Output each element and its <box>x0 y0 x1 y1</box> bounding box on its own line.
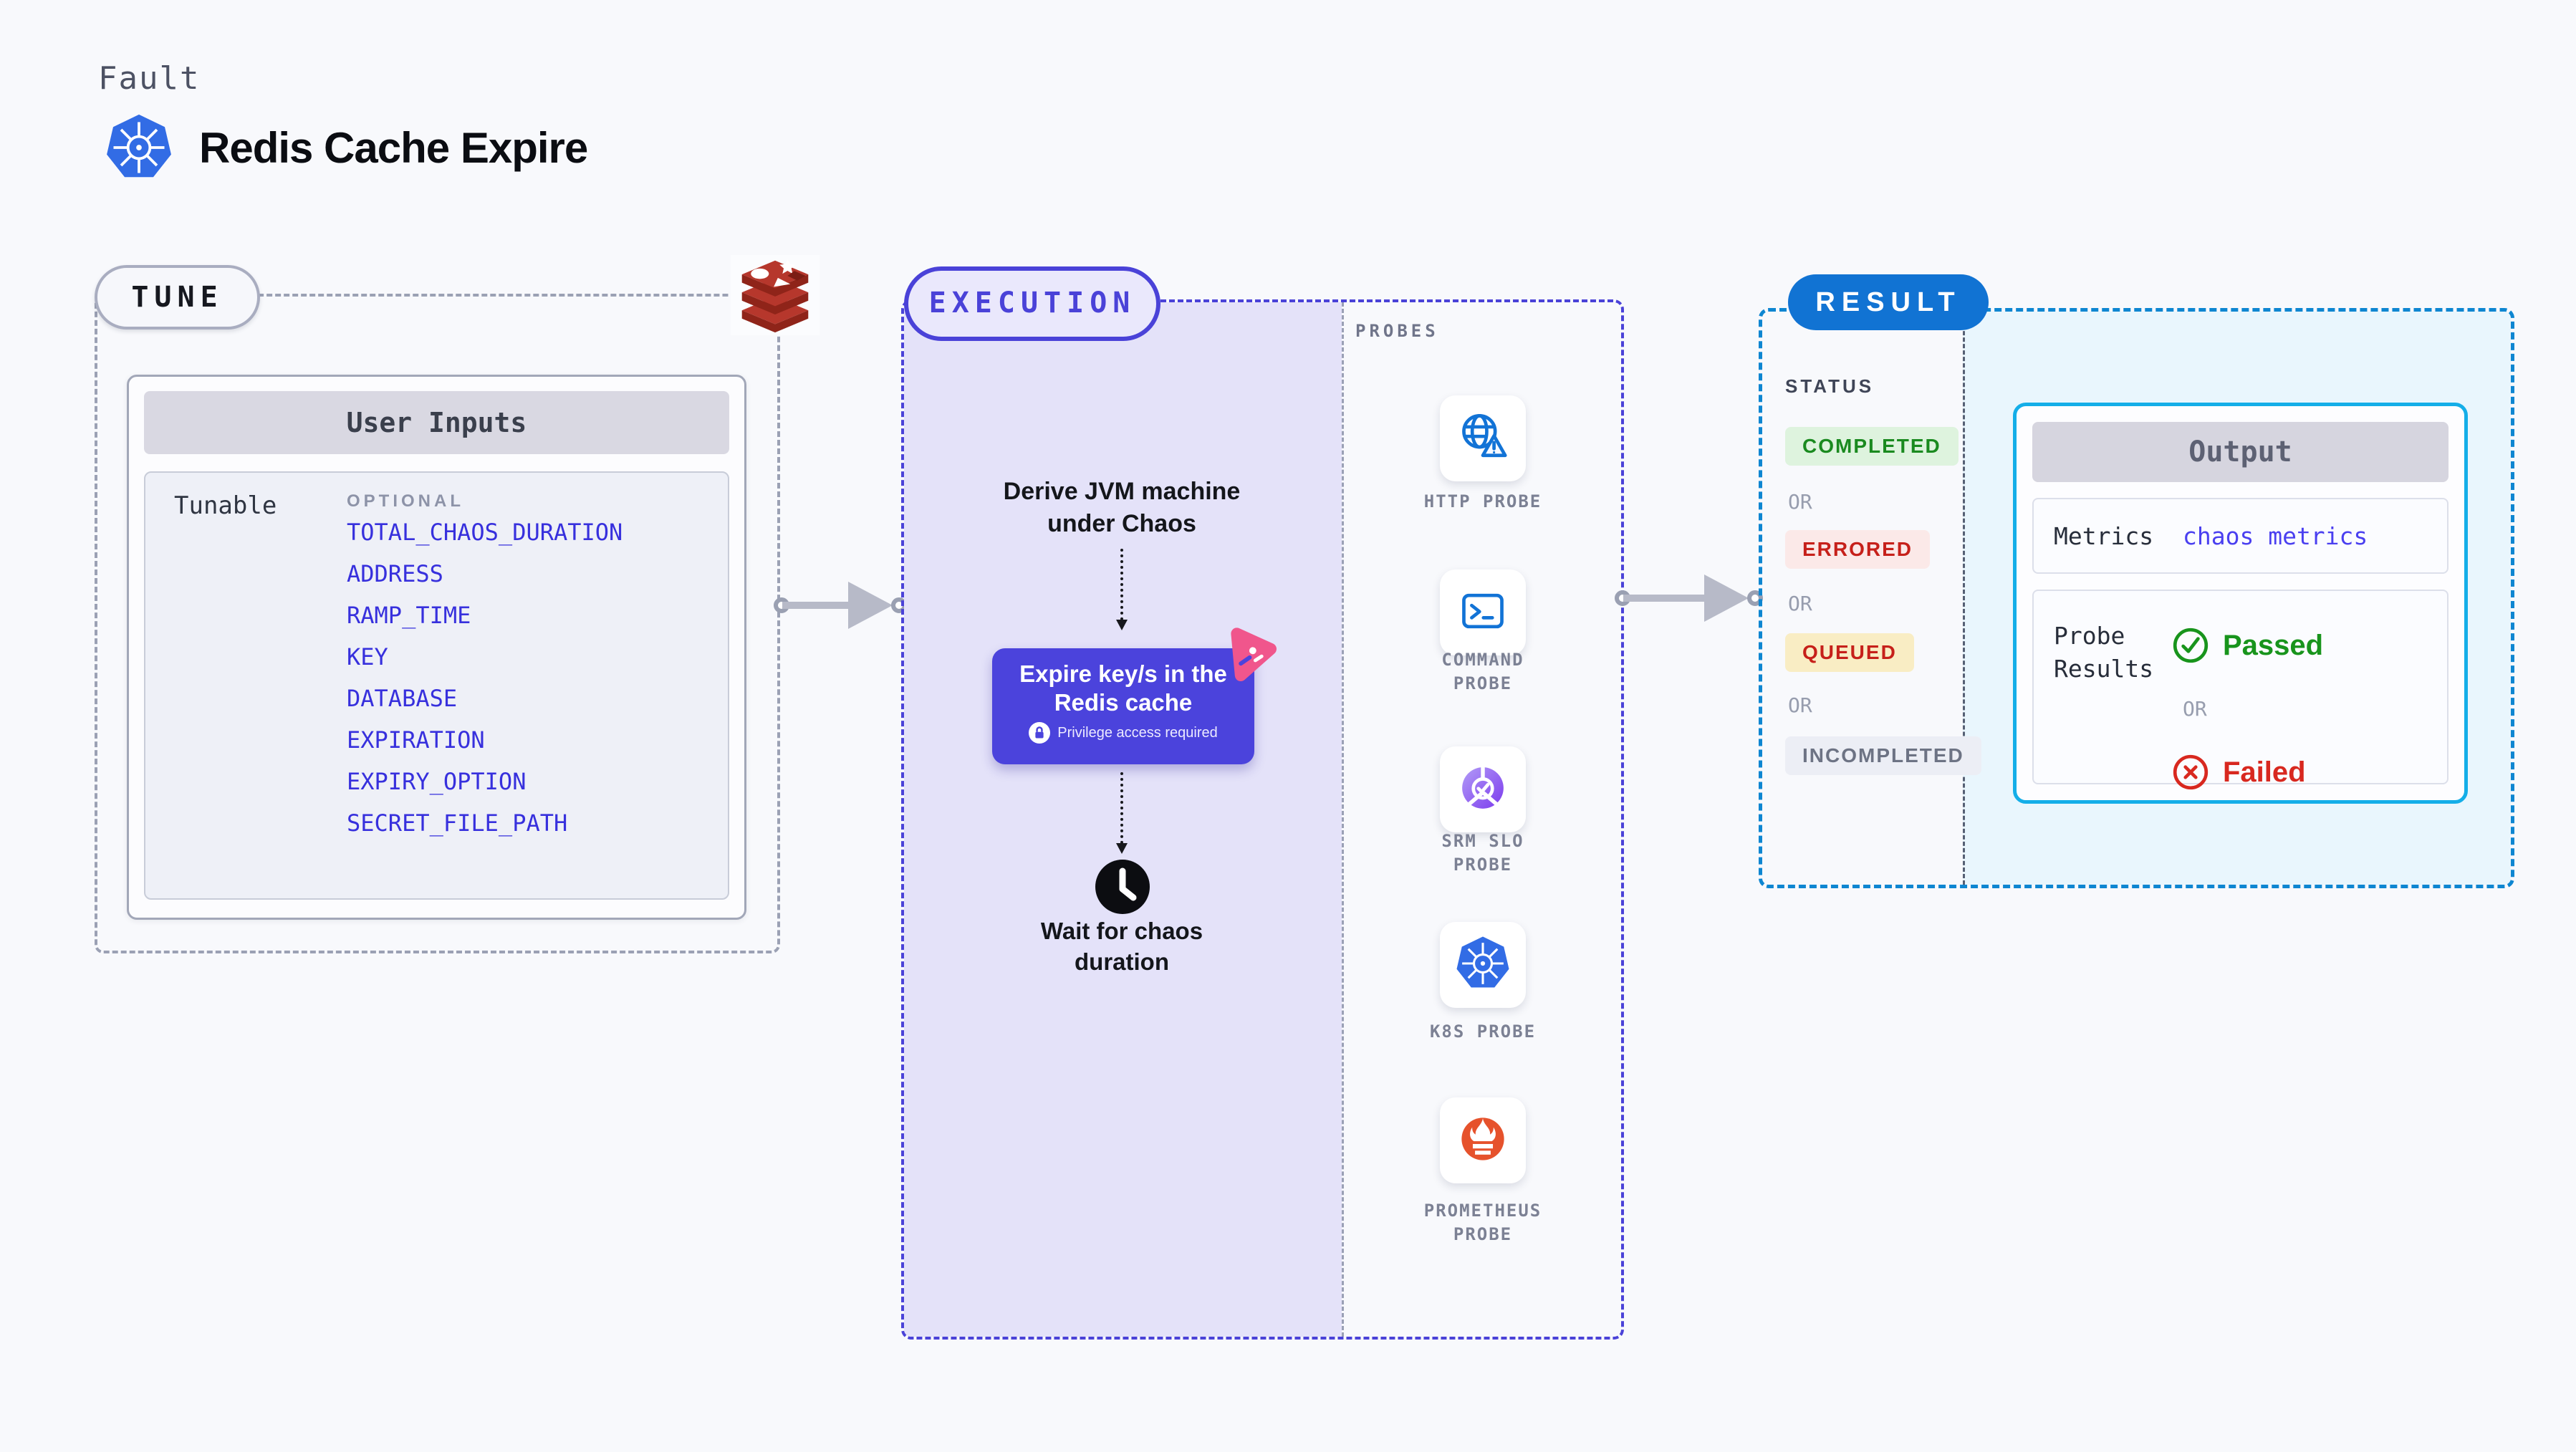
arrow-head <box>848 582 893 629</box>
param-address[interactable]: ADDRESS <box>347 560 443 587</box>
metrics-label: Metrics <box>2054 521 2154 550</box>
k8s-probe-tile[interactable] <box>1440 922 1526 1008</box>
param-expiration[interactable]: EXPIRATION <box>347 726 485 754</box>
action-line1: Expire key/s in the <box>1019 660 1227 687</box>
execution-badge: EXECUTION <box>904 266 1160 341</box>
status-badge-incompleted: INCOMPLETED <box>1785 736 1981 775</box>
output-card: Output Metrics chaos metrics Probe Resul… <box>2013 403 2468 804</box>
passed-result: Passed <box>2171 625 2323 665</box>
user-inputs-title: User Inputs <box>144 391 729 454</box>
status-output-divider <box>1963 312 1965 885</box>
http-probe-label: HTTP PROBE <box>1423 491 1542 511</box>
command-probe-label: COMMAND PROBE <box>1441 650 1524 693</box>
tune-section-box <box>95 294 780 953</box>
globe-alert-icon <box>1455 409 1511 468</box>
failed-label: Failed <box>2223 756 2306 788</box>
tune-badge: TUNE <box>95 265 260 330</box>
or-separator: OR <box>2183 697 2207 721</box>
prometheus-probe-label: PROMETHEUS PROBE <box>1423 1201 1542 1244</box>
wait-line2: duration <box>1075 948 1169 975</box>
param-list: TOTAL_CHAOS_DURATION ADDRESS RAMP_TIME K… <box>347 519 623 851</box>
tunable-label: Tunable <box>174 491 277 520</box>
param-expiry-option[interactable]: EXPIRY_OPTION <box>347 768 527 795</box>
wait-step-label: Wait for chaos duration <box>1014 915 1229 977</box>
kubernetes-icon <box>1455 936 1511 995</box>
arrow-head <box>1704 574 1749 622</box>
lock-icon <box>1029 722 1051 744</box>
arrow-shaft <box>1623 595 1715 602</box>
kubernetes-icon <box>105 113 173 182</box>
execution-to-result-arrow <box>1615 566 1763 630</box>
derive-line1: Derive JVM machine <box>1003 478 1241 505</box>
probe-results-values: Passed OR Failed <box>2171 625 2323 792</box>
arrow-shaft <box>782 602 861 609</box>
srm-slo-probe-tile[interactable] <box>1440 746 1526 832</box>
privilege-note-row: Privilege access required <box>992 722 1254 744</box>
result-badge: RESULT <box>1788 274 1989 330</box>
title-row: Redis Cache Expire <box>105 113 588 182</box>
probe-results-line2: Results <box>2054 655 2154 683</box>
srm-slo-probe-label: SRM SLO PROBE <box>1441 831 1524 875</box>
flow-arrow-derive-to-action <box>1116 549 1128 630</box>
wait-line1: Wait for chaos <box>1040 918 1203 944</box>
failed-result: Failed <box>2171 752 2323 792</box>
slo-donut-icon <box>1455 760 1511 819</box>
command-probe-tile[interactable] <box>1440 569 1526 655</box>
terminal-icon <box>1455 583 1511 643</box>
http-probe-tile[interactable] <box>1440 395 1526 481</box>
page-title: Redis Cache Expire <box>199 123 588 172</box>
fault-eyebrow: Fault <box>98 60 201 97</box>
param-database[interactable]: DATABASE <box>347 685 458 712</box>
status-badge-queued: QUEUED <box>1785 633 1914 672</box>
check-circle-icon <box>2171 626 2210 665</box>
probe-results-row: Probe Results Passed OR <box>2032 590 2448 790</box>
status-badge-errored: ERRORED <box>1785 530 1931 569</box>
k8s-probe-label: K8S PROBE <box>1429 1021 1537 1042</box>
optional-label: OPTIONAL <box>347 491 464 511</box>
prometheus-icon <box>1455 1111 1511 1170</box>
param-ramp-time[interactable]: RAMP_TIME <box>347 602 471 629</box>
probe-results-label: Probe Results <box>2054 620 2153 686</box>
flow-arrow-action-to-wait <box>1116 772 1128 854</box>
metrics-value[interactable]: chaos metrics <box>2183 521 2368 550</box>
param-key[interactable]: KEY <box>347 643 388 670</box>
param-secret-file-path[interactable]: SECRET_FILE_PATH <box>347 809 568 837</box>
tune-to-execution-arrow <box>774 573 907 638</box>
prometheus-probe-tile[interactable] <box>1440 1097 1526 1183</box>
chaos-action-button[interactable]: Expire key/s in the Redis cache Privileg… <box>992 628 1277 764</box>
metrics-row: Metrics chaos metrics <box>2032 498 2448 574</box>
or-separator: OR <box>1788 693 1812 717</box>
x-circle-icon <box>2171 753 2210 792</box>
privilege-note: Privilege access required <box>1057 724 1218 741</box>
status-badge-completed: COMPLETED <box>1785 427 1959 466</box>
derive-step-label: Derive JVM machine under Chaos <box>986 476 1258 540</box>
passed-label: Passed <box>2223 629 2324 661</box>
probe-results-line1: Probe <box>2054 622 2125 650</box>
output-title: Output <box>2032 422 2448 482</box>
param-total-chaos-duration[interactable]: TOTAL_CHAOS_DURATION <box>347 519 623 546</box>
user-inputs-card: User Inputs Tunable OPTIONAL TOTAL_CHAOS… <box>127 375 746 920</box>
derive-line2: under Chaos <box>1047 510 1196 537</box>
or-separator: OR <box>1788 592 1812 615</box>
user-inputs-panel: Tunable OPTIONAL TOTAL_CHAOS_DURATION AD… <box>144 471 729 900</box>
status-heading: STATUS <box>1785 375 1875 397</box>
probes-section-label: PROBES <box>1355 321 1439 341</box>
clock-icon <box>1095 860 1150 914</box>
action-line2: Redis cache <box>1054 689 1193 716</box>
execution-probes-divider <box>1342 302 1344 1337</box>
redis-icon <box>731 255 820 335</box>
chaos-spark-icon <box>1214 622 1279 687</box>
or-separator: OR <box>1788 490 1812 514</box>
